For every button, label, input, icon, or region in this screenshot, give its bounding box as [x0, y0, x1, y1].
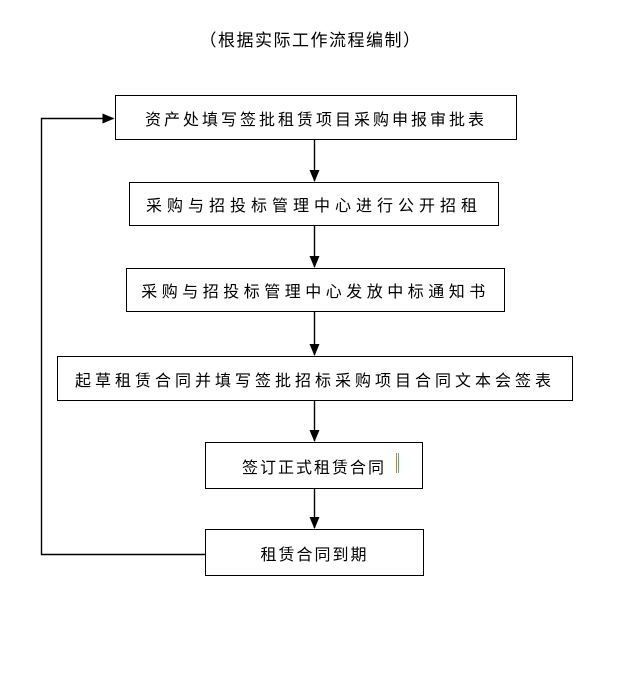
flow-node-fill-approval-form: 资产处填写签批租赁项目采购申报审批表 [115, 95, 517, 140]
flow-node-label: 资产处填写签批租赁项目采购申报审批表 [144, 111, 487, 129]
flow-node-draft-contract-countersign: 起草租赁合同并填写签批招标采购项目合同文本会签表 [57, 356, 573, 401]
flow-node-label: 租赁合同到期 [260, 546, 369, 564]
flow-node-public-tender: 采购与招投标管理中心进行公开招租 [129, 182, 499, 226]
flow-node-label: 采购与招投标管理中心进行公开招租 [145, 198, 482, 215]
flow-node-label: 签订正式租赁合同 [241, 459, 386, 477]
flow-node-label: 起草租赁合同并填写签批招标采购项目合同文本会签表 [74, 372, 555, 390]
flow-node-contract-expiry: 租赁合同到期 [205, 529, 424, 576]
flow-node-sign-formal-contract: 签订正式租赁合同 [205, 442, 423, 489]
flow-node-issue-award-notice: 采购与招投标管理中心发放中标通知书 [126, 268, 505, 312]
flow-node-label: 采购与招投标管理中心发放中标通知书 [141, 284, 490, 301]
flowchart-title: （根据实际工作流程编制） [199, 31, 422, 50]
text-cursor [396, 453, 399, 473]
